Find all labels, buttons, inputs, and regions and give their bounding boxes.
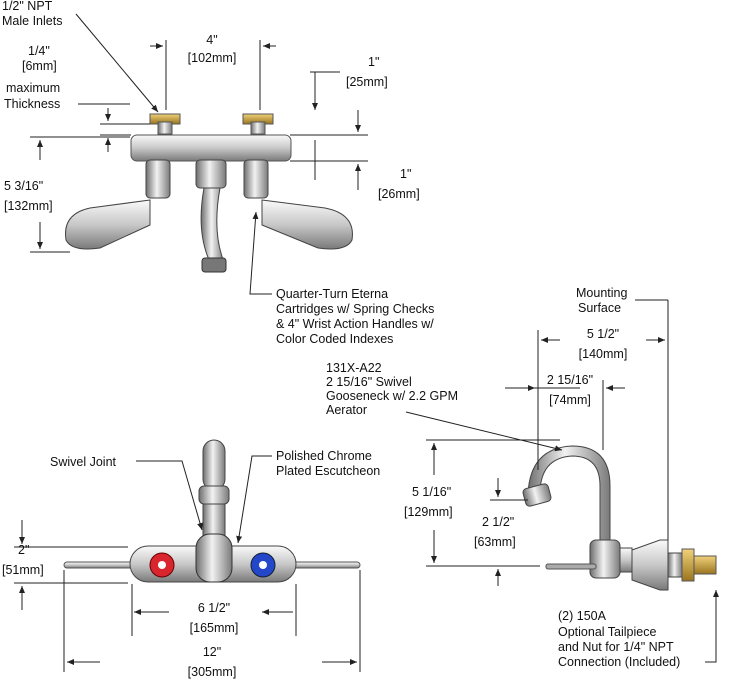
top-view-dimensions: [30, 13, 368, 295]
label-1in-26mm: 1"[26mm]: [378, 167, 420, 201]
label-1in-25mm: 1"[25mm]: [346, 55, 388, 89]
label-swivel-joint: Swivel Joint: [50, 455, 117, 469]
label-5-1-16: 5 1/16"[129mm]: [404, 485, 453, 519]
label-2-1-2: 2 1/2"[63mm]: [474, 515, 516, 549]
label-2in: 2"[51mm]: [2, 543, 44, 577]
front-view-faucet: [63, 439, 361, 583]
label-5-3-16: 5 3/16"[132mm]: [4, 179, 53, 213]
label-2-15-16: 2 15/16"[74mm]: [547, 373, 593, 407]
top-view-faucet: [65, 113, 353, 273]
front-view-dimensions: [14, 455, 361, 672]
side-view-faucet: [522, 445, 717, 591]
label-5-1-2: 5 1/2"[140mm]: [579, 327, 628, 361]
side-view-dimensions: [405, 299, 719, 663]
label-6-1-2: 6 1/2"[165mm]: [190, 601, 239, 635]
label-4in: 4"[102mm]: [188, 33, 237, 65]
label-12in: 12"[305mm]: [188, 645, 237, 679]
